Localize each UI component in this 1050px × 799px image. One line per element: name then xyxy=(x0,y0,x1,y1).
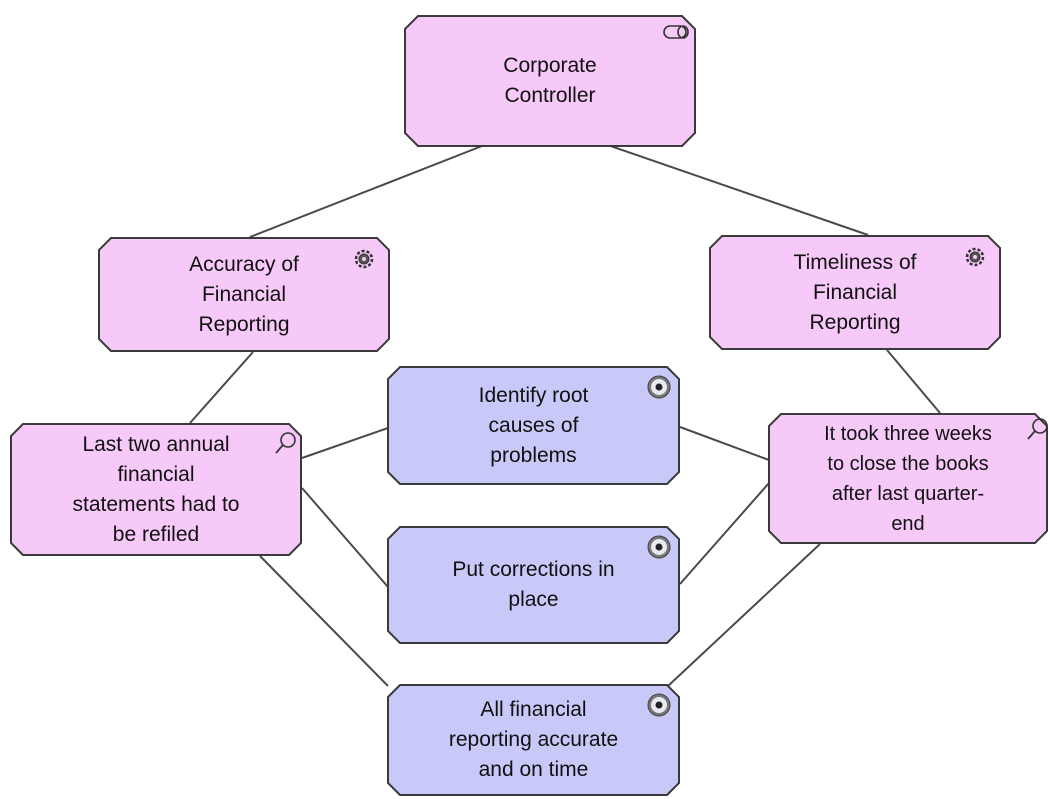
goal-target-icon xyxy=(647,693,671,717)
edge-refiled-corrections xyxy=(301,487,389,588)
edge-timeliness-books xyxy=(886,349,941,414)
edge-corrections-books xyxy=(679,482,770,585)
node-shape xyxy=(98,237,390,352)
node-label: All financial reporting accurate and on … xyxy=(448,698,619,781)
edge-controller-accuracy xyxy=(249,145,483,238)
edge-goal-books xyxy=(667,543,821,687)
node-label: Timeliness of Financial Reporting xyxy=(793,250,917,334)
node-put-corrections-in-place[interactable]: Put corrections in place xyxy=(387,526,680,644)
driver-gear-icon xyxy=(354,249,374,269)
node-shape xyxy=(387,366,680,485)
assessment-magnifier-icon xyxy=(1027,418,1048,440)
node-shape xyxy=(387,526,680,644)
node-label: Put corrections in place xyxy=(452,558,615,611)
node-accuracy-of-financial-reporting[interactable]: Accuracy of Financial Reporting xyxy=(98,237,390,352)
edge-rootcause-books xyxy=(679,426,770,461)
node-shape xyxy=(709,235,1001,350)
edge-refiled-goal xyxy=(259,555,389,687)
node-label: Identify root causes of problems xyxy=(478,383,589,467)
node-label: Last two annual financial statements had… xyxy=(72,432,240,546)
node-label: It took three weeks to close the books a… xyxy=(824,422,992,535)
node-all-reporting-accurate-on-time[interactable]: All financial reporting accurate and on … xyxy=(387,684,680,796)
edge-accuracy-refiled xyxy=(189,351,254,424)
node-corporate-controller[interactable]: Corporate Controller xyxy=(404,15,696,147)
node-shape xyxy=(768,413,1048,544)
node-label: Corporate Controller xyxy=(503,54,597,107)
stakeholder-icon xyxy=(663,25,689,39)
edge-refiled-rootcause xyxy=(301,427,389,459)
driver-gear-icon xyxy=(965,247,985,267)
goal-target-icon xyxy=(647,535,671,559)
node-timeliness-of-financial-reporting[interactable]: Timeliness of Financial Reporting xyxy=(709,235,1001,350)
node-identify-root-causes[interactable]: Identify root causes of problems xyxy=(387,366,680,485)
node-three-weeks-close-books[interactable]: It took three weeks to close the books a… xyxy=(768,413,1048,544)
edge-controller-timeliness xyxy=(569,131,869,236)
node-statements-refiled[interactable]: Last two annual financial statements had… xyxy=(10,423,302,556)
node-label: Accuracy of Financial Reporting xyxy=(189,252,299,336)
node-shape xyxy=(10,423,302,556)
node-shape xyxy=(387,684,680,796)
node-shape xyxy=(404,15,696,147)
assessment-magnifier-icon xyxy=(275,432,296,454)
goal-target-icon xyxy=(647,375,671,399)
